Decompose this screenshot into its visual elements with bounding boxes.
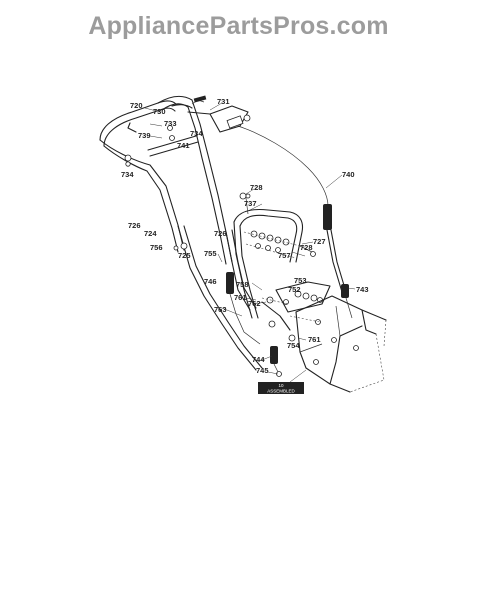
lower-handle <box>233 192 316 319</box>
label-752: 752 <box>288 285 301 294</box>
label-761-left: 761 <box>234 293 247 302</box>
label-739: 739 <box>138 131 151 140</box>
label-761-right: 761 <box>308 335 321 344</box>
part-labels: 720 730 739 733 731 734 741 734 740 728 … <box>121 97 369 375</box>
label-741: 741 <box>177 141 190 150</box>
label-730: 730 <box>153 107 166 116</box>
label-737: 737 <box>244 199 257 208</box>
assembly-tag: 10 ASSEMBLED <box>258 369 307 394</box>
tag-line2: ASSEMBLED <box>267 389 295 394</box>
label-746: 746 <box>204 277 217 286</box>
label-734-upper: 734 <box>190 129 203 138</box>
label-758: 758 <box>236 280 249 289</box>
label-743: 743 <box>356 285 369 294</box>
label-727: 727 <box>313 237 326 246</box>
label-728-upper: 728 <box>250 183 263 192</box>
label-731: 731 <box>217 97 230 106</box>
label-724: 724 <box>144 229 157 238</box>
label-726-left: 726 <box>128 221 141 230</box>
label-756: 756 <box>150 243 163 252</box>
control-plate <box>261 281 331 342</box>
lever-bracket <box>124 95 251 167</box>
lower-tube <box>173 225 282 377</box>
leader-lines <box>144 102 356 375</box>
control-cable <box>237 125 353 319</box>
label-740: 740 <box>342 170 355 179</box>
label-745: 745 <box>256 366 269 375</box>
label-728-lower: 728 <box>300 243 313 252</box>
label-720: 720 <box>130 101 143 110</box>
label-734-lower: 734 <box>121 170 134 179</box>
label-725: 725 <box>178 251 191 260</box>
tag-line1: 10 <box>278 383 284 388</box>
label-755: 755 <box>204 249 217 258</box>
label-757: 757 <box>278 251 291 260</box>
label-733: 733 <box>164 119 177 128</box>
upper-handle <box>99 95 233 265</box>
label-763: 763 <box>214 305 227 314</box>
label-762: 762 <box>248 299 261 308</box>
label-744: 744 <box>252 355 265 364</box>
label-754: 754 <box>287 341 300 350</box>
crossbar-hardware <box>243 230 301 259</box>
label-753: 753 <box>294 276 307 285</box>
watermark: AppliancePartsPros.com <box>88 12 389 40</box>
label-726-right: 726 <box>214 229 227 238</box>
frame-housing <box>295 295 387 393</box>
